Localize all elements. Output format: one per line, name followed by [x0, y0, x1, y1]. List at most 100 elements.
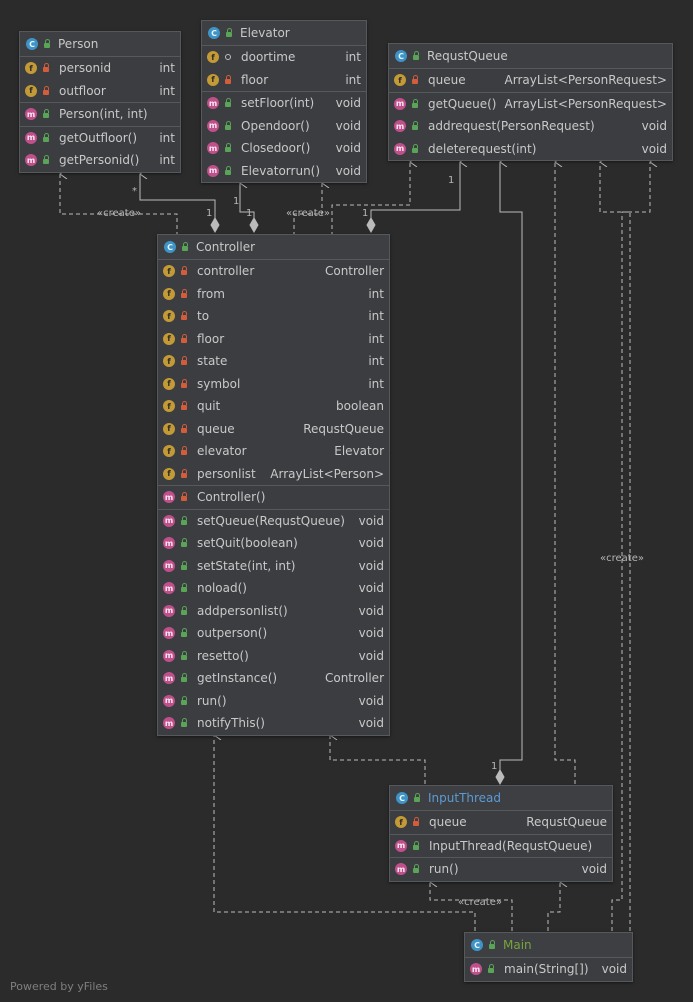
- public-icon: [411, 840, 421, 850]
- constructor-row[interactable]: m Person(int, int): [20, 103, 180, 126]
- member-type: int: [159, 83, 175, 98]
- diamond-personlist: [210, 216, 220, 234]
- method-icon: m: [163, 537, 175, 550]
- class-icon: C: [26, 38, 38, 50]
- package-icon: [223, 54, 233, 61]
- member-name: Controller(): [197, 490, 266, 505]
- member-name: outfloor: [59, 83, 106, 98]
- diamond-elevator: [249, 216, 259, 234]
- create-label: «create»: [286, 208, 330, 219]
- class-name: Controller: [196, 240, 256, 254]
- member-type: ArrayList<PersonRequest>: [504, 96, 667, 111]
- member-name: notifyThis(): [197, 716, 265, 731]
- member-type: int: [159, 153, 175, 168]
- method-icon: m: [25, 108, 37, 121]
- public-icon: [41, 132, 51, 142]
- member-name: run(): [197, 693, 227, 708]
- member-name: setState(int, int): [197, 558, 296, 573]
- member-name: Person(int, int): [59, 107, 148, 122]
- public-icon: [179, 650, 189, 660]
- field-icon: f: [163, 355, 175, 368]
- field-icon: f: [163, 422, 175, 435]
- field-icon: f: [163, 400, 175, 413]
- class-header: C Controller: [158, 235, 389, 260]
- class-name: InputThread: [428, 791, 502, 805]
- public-icon: [410, 121, 420, 131]
- edge-controller-person-aggregation: [140, 174, 216, 232]
- class-header: C Person: [20, 32, 180, 57]
- method-icon: m: [395, 863, 407, 876]
- member-name: setFloor(int): [241, 96, 315, 111]
- method-icon: m: [25, 131, 37, 144]
- public-icon: [41, 109, 51, 119]
- public-icon: [179, 605, 189, 615]
- member-type: ArrayList<Person>: [270, 466, 384, 481]
- public-icon: [411, 51, 421, 60]
- member-name: getQueue(): [428, 96, 497, 111]
- member-type: int: [345, 72, 361, 87]
- member-type: RequstQueue: [303, 421, 384, 436]
- field-icon: f: [163, 332, 175, 345]
- member-name: deleterequest(int): [428, 141, 537, 156]
- method-icon: m: [394, 142, 406, 155]
- member-name: quit: [197, 399, 221, 414]
- create-label: «create»: [97, 208, 141, 219]
- method-icon: m: [163, 582, 175, 595]
- class-icon: C: [471, 939, 483, 951]
- member-name: doortime: [241, 50, 296, 65]
- member-name: main(String[]): [504, 962, 589, 977]
- class-name: Elevator: [240, 26, 290, 40]
- private-icon: [179, 492, 189, 502]
- member-type: int: [368, 286, 384, 301]
- method-icon: m: [207, 119, 219, 132]
